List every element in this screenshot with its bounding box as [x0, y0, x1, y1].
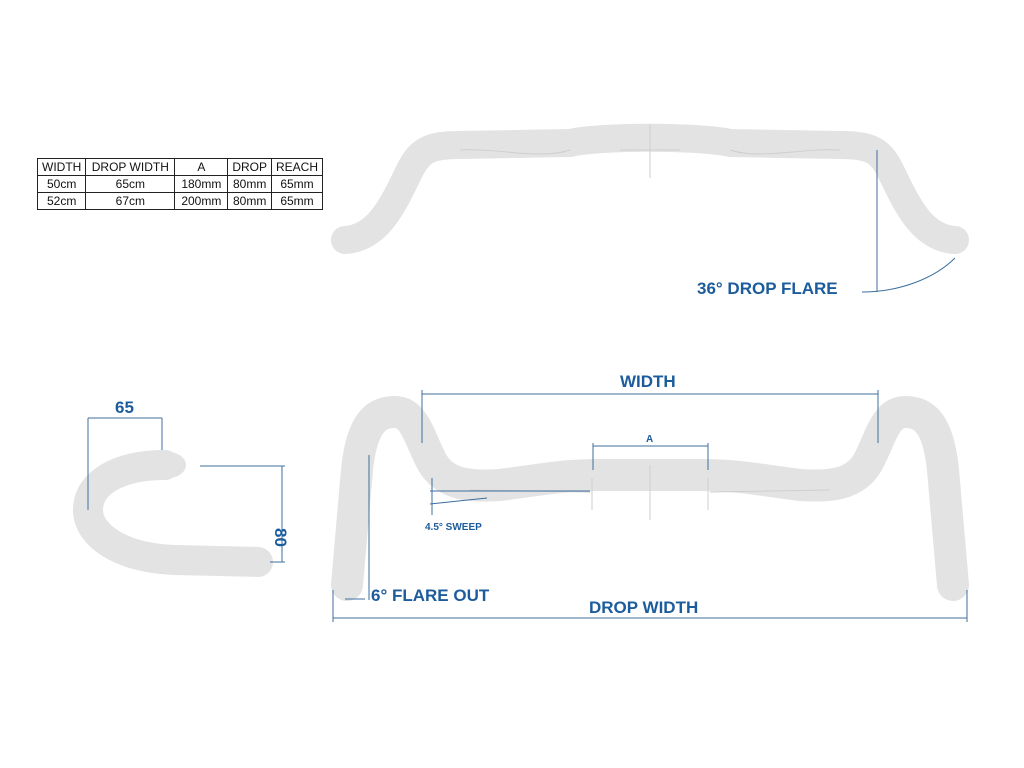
flare-out-label: 6° FLARE OUT [371, 586, 490, 605]
spec-table: WIDTH DROP WIDTH A DROP REACH 50cm 65cm … [36, 158, 324, 210]
width-label: WIDTH [620, 372, 676, 391]
a-label: A [646, 434, 653, 445]
drop-label: 80 [271, 528, 290, 547]
sweep-label: 4.5° SWEEP [425, 522, 482, 533]
cell: 80mm [227, 192, 272, 210]
cell: 65mm [270, 192, 324, 210]
side-view: 65 80 [73, 398, 290, 577]
reach-label: 65 [115, 398, 134, 417]
front-view: WIDTH A 4.5° SWEEP 6° FLARE OUT DROP WID… [331, 372, 969, 622]
top-view: 36° DROP FLARE [331, 123, 969, 298]
table-row: 52cm 67cm 200mm 80mm 65mm [36, 192, 324, 210]
drop-flare-label: 36° DROP FLARE [697, 279, 838, 298]
cell: 65mm [270, 175, 324, 193]
cell: 52cm [36, 192, 87, 210]
cell: 200mm [174, 192, 229, 210]
drop-width-label: DROP WIDTH [589, 598, 698, 617]
cell: 80mm [227, 175, 272, 193]
